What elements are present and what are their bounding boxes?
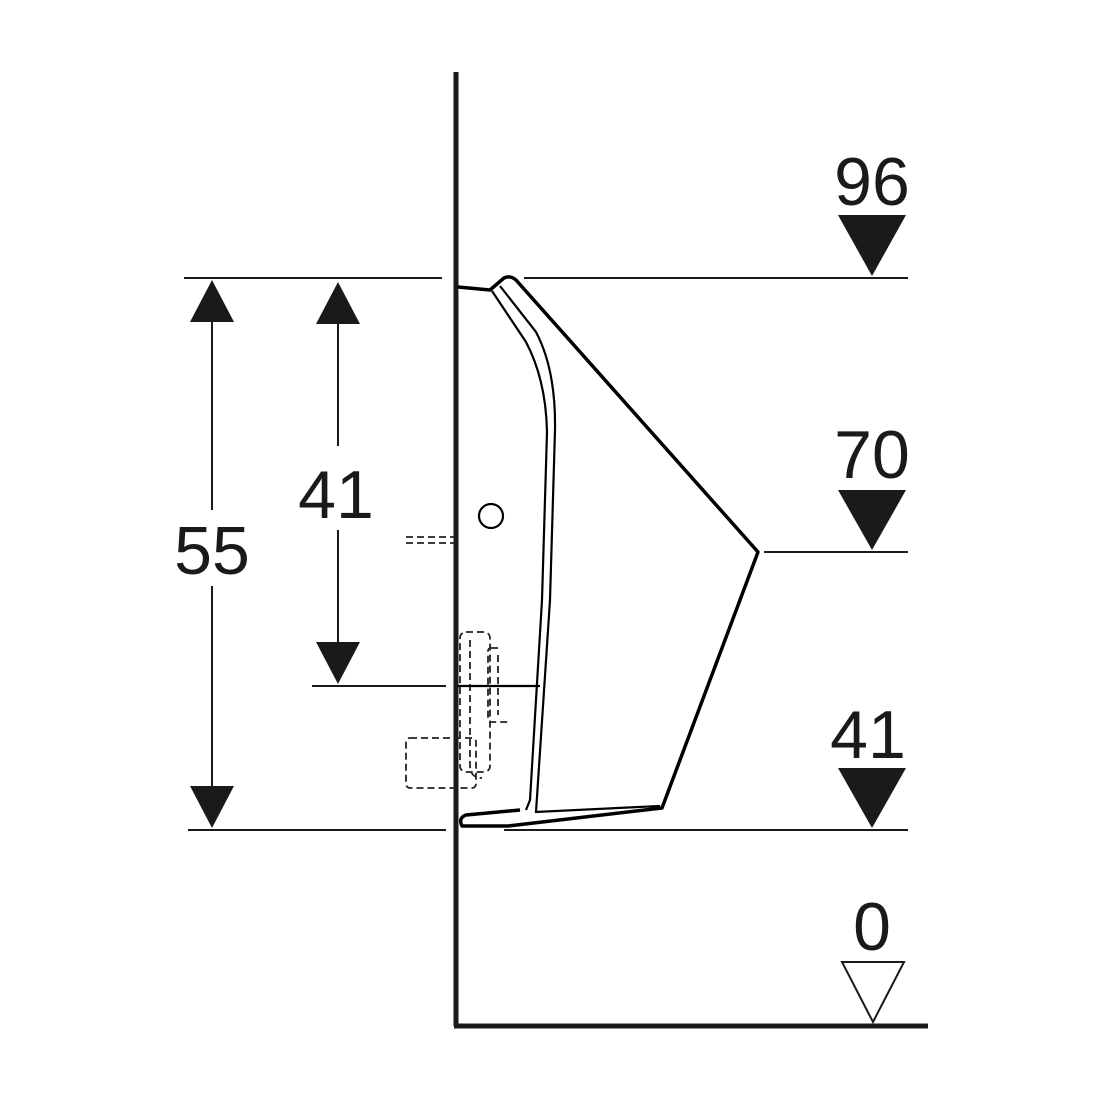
dimension-55: 55 xyxy=(174,280,250,828)
dimension-41: 41 xyxy=(298,282,374,684)
urinal-inner-contour xyxy=(491,290,549,811)
arrow-up-icon xyxy=(316,282,360,324)
level-triangle-filled-icon xyxy=(838,768,906,828)
level-0: 0 xyxy=(840,889,906,1025)
siphon-body xyxy=(459,631,491,773)
level-0-label: 0 xyxy=(853,889,891,965)
arrow-up-icon xyxy=(190,280,234,322)
level-41: 41 xyxy=(830,697,906,828)
urinal-body xyxy=(457,275,760,828)
level-41-label: 41 xyxy=(830,697,906,773)
extension-lines xyxy=(184,277,908,831)
water-inlet-hole xyxy=(477,502,505,530)
arrow-down-icon xyxy=(316,642,360,684)
level-96: 96 xyxy=(834,144,910,276)
urinal-inner-contour-2 xyxy=(499,285,661,814)
dimension-55-label: 55 xyxy=(174,513,250,589)
dimension-41-label: 41 xyxy=(298,457,374,533)
level-70: 70 xyxy=(834,417,910,550)
urinal-outline xyxy=(457,275,760,828)
drain-outlet-box xyxy=(405,737,477,789)
level-96-label: 96 xyxy=(834,144,910,220)
level-triangle-filled-icon xyxy=(838,490,906,550)
level-70-label: 70 xyxy=(834,417,910,493)
arrow-down-icon xyxy=(190,786,234,828)
siphon-bend xyxy=(469,640,483,779)
level-triangle-open-icon xyxy=(840,961,906,1025)
level-triangle-filled-icon xyxy=(838,215,906,276)
wall-and-floor xyxy=(453,72,928,1029)
